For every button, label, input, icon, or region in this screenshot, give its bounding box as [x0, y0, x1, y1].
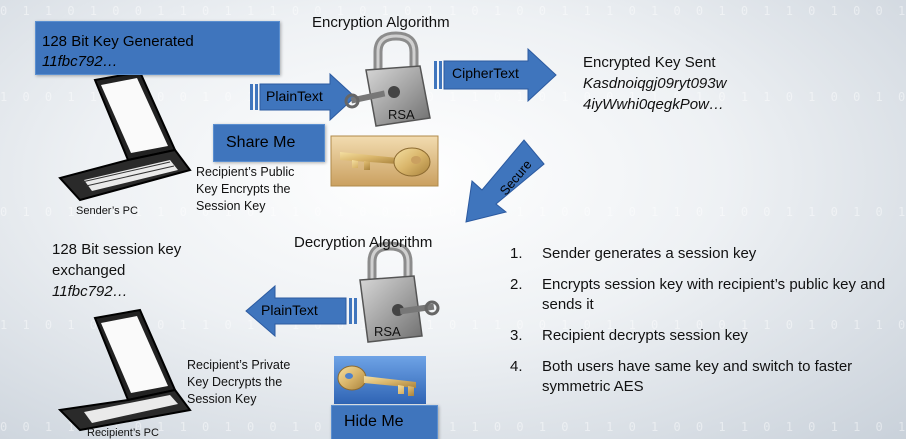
encrypted-sent-title: Encrypted Key Sent — [583, 54, 716, 71]
encrypted-sent-line1: Kasdnoiqgj09ryt093w — [583, 75, 727, 92]
ciphertext-arrow — [434, 47, 557, 103]
key-generated-box: 128 Bit Key Generated 11fbc792… — [35, 21, 280, 75]
encryption-title: Encryption Algorithm — [312, 14, 450, 31]
secure-arrow — [465, 139, 545, 223]
binary-background: 0 0 1 1 0 1 0 1 1 0 1 0 0 1 0 1 1 0 1 0 … — [0, 420, 906, 434]
binary-background: 1 0 0 1 1 0 1 0 0 1 0 1 1 1 0 1 0 0 1 0 … — [0, 90, 906, 104]
encrypted-sent-line2: 4iyWwhi0qegkPow… — [583, 96, 724, 113]
hide-me-box: Hide Me — [331, 405, 438, 439]
decryption-rsa-label: RSA — [374, 324, 401, 339]
plaintext-arrow-bottom — [245, 284, 357, 338]
binary-background: 0 1 0 1 1 0 1 1 0 0 1 0 1 1 0 1 0 0 1 1 … — [0, 205, 906, 219]
session-key-value: 11fbc792… — [52, 283, 128, 300]
private-key-icon — [334, 356, 426, 404]
sender-laptop-icon — [58, 70, 192, 202]
share-me-label: Share Me — [226, 134, 296, 151]
decryption-padlock-icon — [359, 241, 440, 343]
hide-me-label: Hide Me — [344, 413, 404, 430]
plaintext-arrow-top — [250, 72, 356, 122]
ciphertext-label: CipherText — [452, 65, 519, 81]
step-item: 2. Encrypts session key with recipient’s… — [510, 276, 886, 313]
step-item: 4. Both users have same key and switch t… — [510, 358, 853, 395]
recipient-laptop-icon — [57, 308, 192, 432]
private-key-note: Recipient’s Private Key Decrypts the Ses… — [187, 358, 291, 406]
encryption-padlock-icon — [344, 31, 431, 127]
public-key-icon — [330, 135, 439, 187]
sender-pc-label: Sender’s PC — [76, 205, 138, 217]
plaintext-bottom-label: PlainText — [261, 302, 318, 318]
recipient-pc-label: Recipient’s PC — [87, 427, 159, 439]
key-generated-value: 11fbc792… — [42, 53, 118, 70]
session-key-line2: exchanged — [52, 262, 126, 279]
steps-list: 1. Sender generates a session key 2. Enc… — [510, 244, 900, 408]
step-item: 3. Recipient decrypts session key — [510, 327, 748, 344]
public-key-note: Recipient’s Public Key Encrypts the Sess… — [196, 165, 295, 213]
encryption-rsa-label: RSA — [388, 107, 415, 122]
decryption-title: Decryption Algorithm — [294, 234, 433, 251]
session-key-line1: 128 Bit session key — [52, 241, 182, 258]
share-me-box: Share Me — [213, 124, 325, 162]
binary-background: 0 1 1 0 1 0 0 1 1 0 1 1 1 0 0 1 0 1 0 1 … — [0, 4, 906, 18]
plaintext-top-label: PlainText — [266, 88, 323, 104]
binary-background: 1 1 0 1 0 0 1 0 1 1 0 1 0 1 0 0 1 1 0 1 … — [0, 318, 906, 332]
step-item: 1. Sender generates a session key — [510, 245, 757, 262]
key-generated-title: 128 Bit Key Generated — [42, 33, 194, 50]
